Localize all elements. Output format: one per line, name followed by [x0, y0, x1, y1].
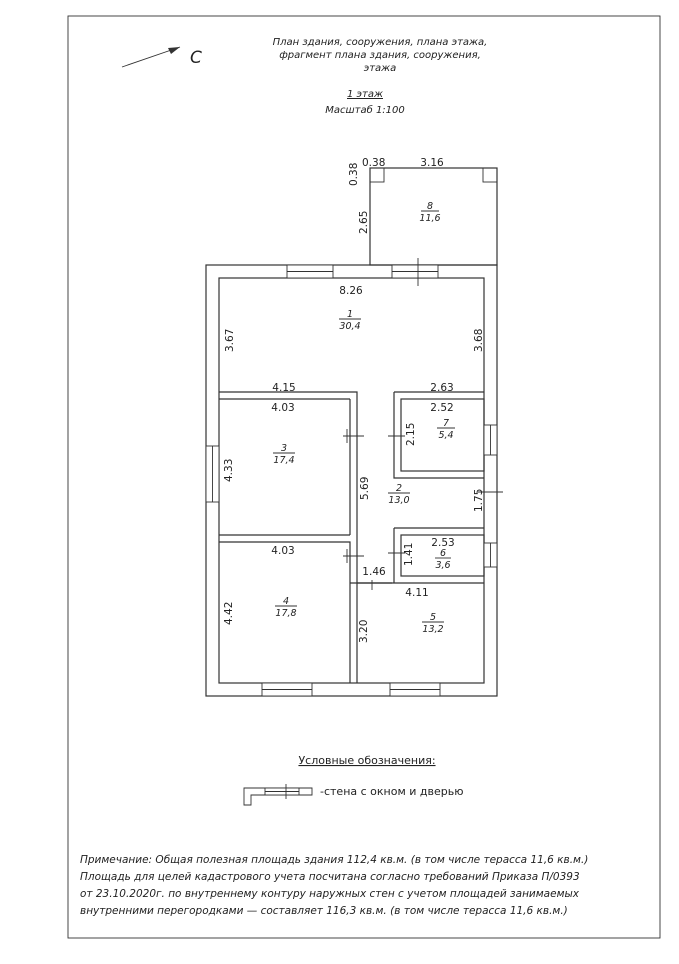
note-line-4: внутренними перегородками — составляет 1… [80, 905, 568, 917]
dim-room1-left: 3.67 [224, 329, 236, 352]
dim-room7-width: 2.52 [430, 402, 453, 414]
dim-corridor-height: 5.69 [359, 477, 371, 500]
dim-terrace-left-top: 0.38 [348, 163, 360, 186]
svg-text:8: 8 [427, 201, 433, 212]
svg-text:6: 6 [440, 548, 446, 559]
svg-text:17,8: 17,8 [275, 608, 296, 619]
room-label-6: 6 3,6 [435, 548, 451, 571]
dim-room1-right: 3.68 [473, 329, 485, 352]
dim-corridor-right: 1.75 [473, 489, 485, 512]
dim-room3-height: 4.33 [223, 459, 235, 482]
dim-room4-width: 4.03 [271, 545, 294, 557]
room-label-1: 1 30,4 [339, 309, 361, 332]
room-1-partitions [219, 391, 392, 584]
dim-room7-height: 2.15 [405, 423, 417, 446]
north-label: С [190, 48, 202, 68]
dim-room1-bottom-left: 4.15 [272, 382, 295, 394]
windows [205, 258, 498, 697]
room-label-7: 7 5,4 [437, 418, 455, 441]
svg-text:13,0: 13,0 [388, 495, 409, 506]
svg-text:3: 3 [281, 443, 287, 454]
svg-text:3,6: 3,6 [435, 560, 450, 571]
svg-text:4: 4 [283, 596, 289, 607]
dim-room1-bottom-right: 2.63 [430, 382, 453, 394]
svg-text:1: 1 [347, 309, 353, 320]
dim-passage-width: 1.46 [362, 566, 386, 578]
svg-text:5,4: 5,4 [438, 430, 453, 441]
dim-room3-width: 4.03 [271, 402, 294, 414]
legend-item-label: -стена с окном и дверью [320, 785, 463, 798]
dim-room6-height: 1.41 [403, 543, 415, 566]
svg-text:17,4: 17,4 [273, 455, 294, 466]
svg-text:2: 2 [396, 483, 402, 494]
dim-terrace-corner: 0.38 [362, 157, 385, 169]
room-label-8: 8 11,6 [419, 201, 440, 224]
svg-text:13,2: 13,2 [422, 624, 443, 635]
sheet-frame [67, 15, 661, 939]
svg-text:30,4: 30,4 [339, 321, 360, 332]
svg-text:11,6: 11,6 [419, 213, 440, 224]
door-marks [343, 168, 503, 590]
dim-terrace-width: 3.16 [420, 157, 444, 169]
title-line-2: фрагмент плана здания, сооружения, [279, 50, 481, 61]
svg-text:7: 7 [443, 418, 449, 429]
note-line-2: Площадь для целей кадастрового учета пос… [80, 871, 580, 883]
dim-terrace-height: 2.65 [358, 211, 370, 234]
north-arrow-icon [121, 46, 181, 68]
title-line-3: этажа [364, 63, 397, 74]
scale-label: Масштаб 1:100 [325, 104, 405, 116]
dim-room5-width: 4.11 [405, 587, 428, 599]
legend-heading: Условные обозначения: [298, 754, 435, 767]
dim-room4-height: 4.42 [223, 602, 235, 625]
floor-label: 1 этаж [347, 89, 383, 100]
room-5-walls [349, 582, 484, 683]
room-label-3: 3 17,4 [273, 443, 295, 466]
legend-wall-symbol-icon [243, 784, 313, 806]
room-label-4: 4 17,8 [275, 596, 297, 619]
title-line-1: План здания, сооружения, плана этажа, [273, 37, 488, 48]
dim-room1-width: 8.26 [339, 285, 363, 297]
note-line-3: от 23.10.2020г. по внутреннему контуру н… [80, 888, 580, 900]
svg-text:5: 5 [430, 612, 436, 623]
dim-room6-width: 2.53 [431, 537, 454, 549]
note-line-1: Примечание: Общая полезная площадь здани… [80, 854, 588, 866]
room-label-5: 5 13,2 [422, 612, 444, 635]
room-label-2: 2 13,0 [388, 483, 410, 506]
dim-room5-height: 3.20 [358, 620, 370, 643]
